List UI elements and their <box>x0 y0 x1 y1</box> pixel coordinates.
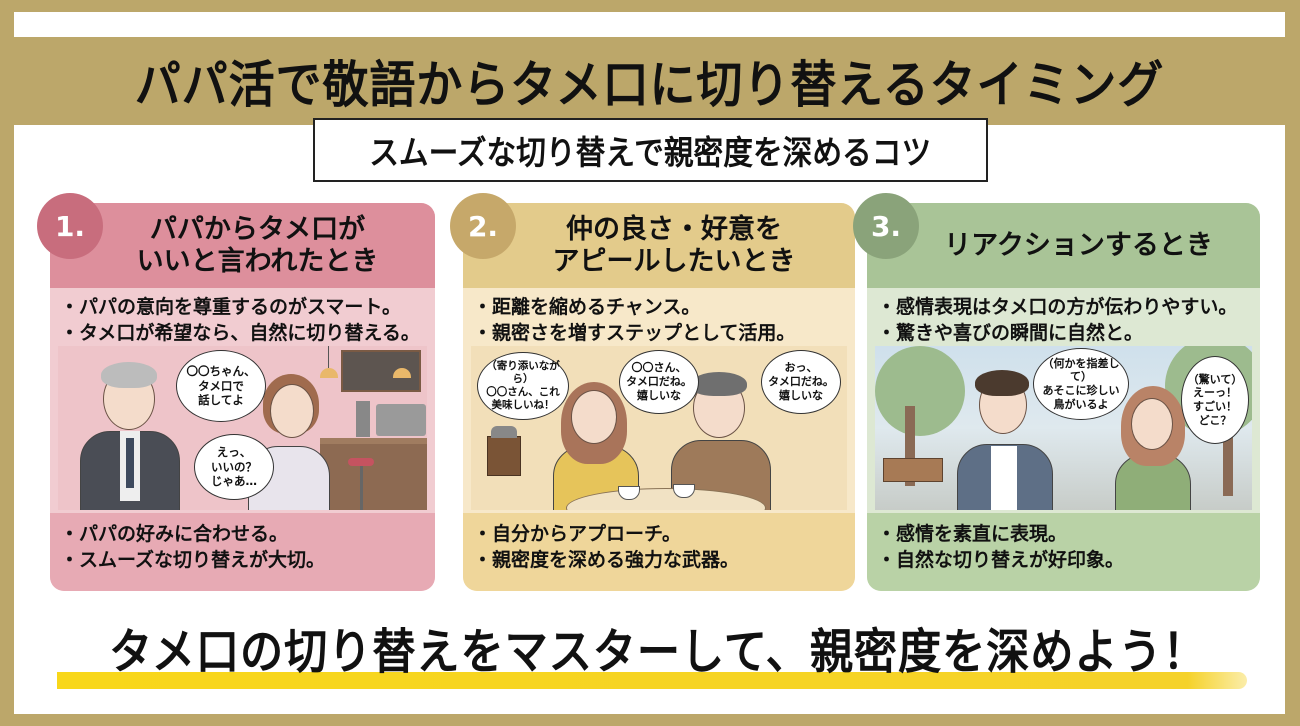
speech-bubble: えっ、 いいの？ じゃあ… <box>194 434 274 500</box>
pendant-lamp-icon <box>328 346 329 368</box>
park-illustration: （何かを指差して） あそこに珍しい 鳥がいるよ （驚いて） えーっ！ すごい！ … <box>875 346 1252 510</box>
coffee-table-illustration: （寄り添いながら） 〇〇さん、これ 美味しいね！ 〇〇さん、 タメ口だね。 嬉し… <box>471 346 847 510</box>
speech-bubble: 〇〇ちゃん、 タメ口で 話してよ <box>176 350 266 422</box>
counter-icon <box>320 438 427 510</box>
page-subtitle: スムーズな切り替えで親密度を深めるコツ <box>369 133 932 172</box>
speech-bubble: 〇〇さん、 タメ口だね。 嬉しいな <box>619 350 699 414</box>
bullet-item: ・距離を縮めるチャンス。 <box>473 296 701 318</box>
tip-card-3: リアクションするとき ・感情表現はタメ口の方が伝わりやすい。 ・驚きや喜びの瞬間… <box>867 203 1260 591</box>
title-band: パパ活で敬語からタメ口に切り替えるタイミング <box>14 37 1285 125</box>
tip-card-1: パパからタメ口が いいと言われたとき ・パパの意向を尊重するのがスマート。 ・タ… <box>50 203 435 591</box>
card-header: 仲の良さ・好意を アピールしたいとき <box>463 203 855 288</box>
pendant-lamp-icon <box>393 368 411 378</box>
step-number-badge: 1. <box>37 193 103 259</box>
espresso-machine-icon <box>376 404 426 436</box>
card-header: リアクションするとき <box>867 203 1260 288</box>
bullet-item: ・自然な切り替えが好印象。 <box>877 549 1125 571</box>
bullet-item: ・感情を素直に表現。 <box>877 523 1068 545</box>
footer-message: タメ口の切り替えをマスターして、親密度を深めよう！ <box>109 624 1207 680</box>
bar-stool-icon <box>348 458 374 466</box>
cafe-illustration: 〇〇ちゃん、 タメ口で 話してよ えっ、 いいの？ じゃあ… <box>58 346 427 510</box>
bullet-item: ・驚きや喜びの瞬間に自然と。 <box>877 322 1144 344</box>
card-title: リアクションするとき <box>944 229 1213 261</box>
pendant-lamp-icon <box>320 368 338 378</box>
top-bullet-list: ・距離を縮めるチャンス。 ・親密さを増すステップとして活用。 <box>463 288 855 346</box>
card-title: パパからタメ口が いいと言われたとき <box>136 213 379 277</box>
top-bullet-list: ・パパの意向を尊重するのがスマート。 ・タメ口が希望なら、自然に切り替える。 <box>50 288 435 346</box>
bullet-item: ・パパの意向を尊重するのがスマート。 <box>60 296 402 318</box>
tip-card-2: 仲の良さ・好意を アピールしたいとき ・距離を縮めるチャンス。 ・親密さを増すス… <box>463 203 855 591</box>
step-number-badge: 2. <box>450 193 516 259</box>
bullet-item: ・自分からアプローチ。 <box>473 523 682 545</box>
coffee-cup-icon <box>618 486 640 500</box>
bullet-item: ・タメ口が希望なら、自然に切り替える。 <box>60 322 420 344</box>
coffee-cup-icon <box>673 484 695 498</box>
coffee-grinder-icon <box>487 436 521 476</box>
bullet-item: ・親密さを増すステップとして活用。 <box>473 322 796 344</box>
bullet-item: ・親密度を深める強力な武器。 <box>473 549 740 571</box>
speech-bubble: おっ、 タメ口だね。 嬉しいな <box>761 350 841 414</box>
speech-bubble: （驚いて） えーっ！ すごい！ どこ？ <box>1181 356 1249 444</box>
step-number-badge: 3. <box>853 193 919 259</box>
bottom-bullet-list: ・自分からアプローチ。 ・親密度を深める強力な武器。 <box>463 513 855 591</box>
card-title: 仲の良さ・好意を アピールしたいとき <box>552 213 796 277</box>
footer-highlight <box>57 672 1247 689</box>
speech-bubble: （寄り添いながら） 〇〇さん、これ 美味しいね！ <box>477 352 569 420</box>
speech-bubble: （何かを指差して） あそこに珍しい 鳥がいるよ <box>1033 348 1129 420</box>
bullet-item: ・パパの好みに合わせる。 <box>60 523 289 545</box>
park-bench-icon <box>883 458 943 482</box>
card-header: パパからタメ口が いいと言われたとき <box>50 203 435 288</box>
bottom-bullet-list: ・パパの好みに合わせる。 ・スムーズな切り替えが大切。 <box>50 513 435 591</box>
bullet-item: ・スムーズな切り替えが大切。 <box>60 549 326 571</box>
grinder-icon <box>356 401 370 437</box>
footer-message-box: タメ口の切り替えをマスターして、親密度を深めよう！ <box>58 615 1258 680</box>
tree-icon <box>875 346 965 436</box>
bottom-bullet-list: ・感情を素直に表現。 ・自然な切り替えが好印象。 <box>867 513 1260 591</box>
top-bullet-list: ・感情表現はタメ口の方が伝わりやすい。 ・驚きや喜びの瞬間に自然と。 <box>867 288 1260 346</box>
bullet-item: ・感情表現はタメ口の方が伝わりやすい。 <box>877 296 1238 318</box>
page-title: パパ活で敬語からタメ口に切り替えるタイミング <box>134 56 1165 114</box>
subtitle-box: スムーズな切り替えで親密度を深めるコツ <box>313 118 988 182</box>
